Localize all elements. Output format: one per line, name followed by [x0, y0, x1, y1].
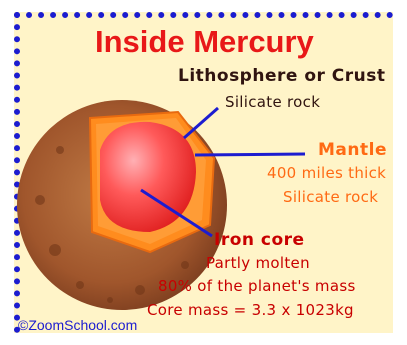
- mantle-label: Mantle: [318, 142, 387, 159]
- crust-detail: Silicate rock: [225, 95, 320, 110]
- crust-label: Lithosphere or Crust: [178, 68, 386, 85]
- crust-pointer-line: [184, 108, 218, 138]
- core-mass-value: Core mass = 3.3 x 1023kg: [147, 303, 354, 318]
- mantle-thickness: 400 miles thick: [267, 166, 386, 181]
- diagram-title: Inside Mercury: [95, 26, 314, 57]
- core-state: Partly molten: [206, 256, 310, 271]
- mantle-pointer-line: [195, 154, 305, 155]
- mantle-composition: Silicate rock: [283, 190, 378, 205]
- core-mass-share: 80% of the planet's mass: [158, 279, 356, 294]
- core-label: Iron core: [214, 232, 305, 249]
- source-credit: ©ZoomSchool.com: [18, 318, 137, 332]
